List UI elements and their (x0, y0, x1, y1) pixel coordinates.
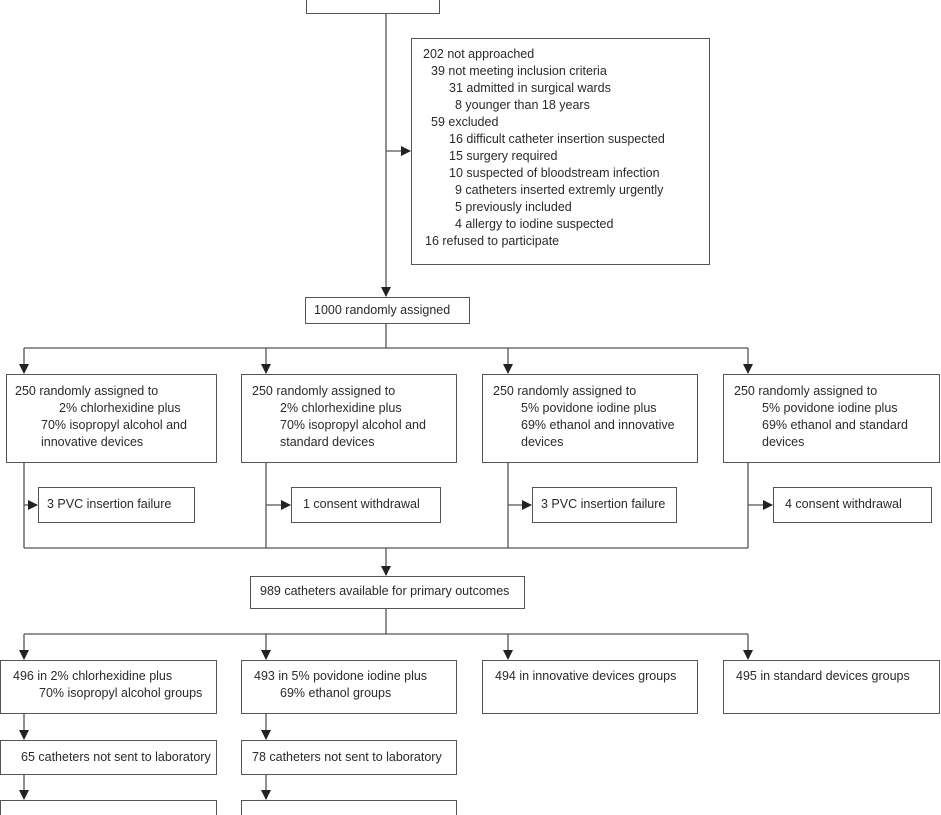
arm-exclusion-box: 1 consent withdrawal (291, 487, 441, 523)
exclusion-line: 8 younger than 18 years (455, 98, 590, 112)
arm-line: devices (521, 435, 564, 449)
group-line: 493 in 5% povidone iodine plus (254, 669, 428, 683)
cultured-box (241, 800, 457, 815)
arm-line: 70% isopropyl alcohol and (280, 418, 426, 432)
randomised-text: 1000 randomly assigned (314, 303, 451, 317)
arm-box: 250 randomly assigned to 2% chlorhexidin… (241, 374, 457, 463)
arm-line: 5% povidone iodine plus (762, 401, 898, 415)
screening-exclusions-box: 202 not approached 39 not meeting inclus… (411, 38, 710, 265)
group-line: 69% ethanol groups (280, 686, 392, 700)
arm-line: 2% chlorhexidine plus (280, 401, 402, 415)
exclusion-line: 202 not approached (423, 47, 535, 61)
exclusion-line: 15 surgery required (449, 149, 558, 163)
group-box: 496 in 2% chlorhexidine plus 70% isoprop… (0, 660, 217, 714)
available-box: 989 catheters available for primary outc… (250, 576, 525, 609)
not-sent-text: 65 catheters not sent to laboratory (21, 750, 211, 764)
arm-line: 5% povidone iodine plus (521, 401, 657, 415)
exclusion-line: 16 difficult catheter insertion suspecte… (449, 132, 665, 146)
group-line: 70% isopropyl alcohol groups (39, 686, 203, 700)
exclusion-line: 9 catheters inserted extremly urgently (455, 183, 664, 197)
arm-line: innovative devices (41, 435, 144, 449)
arm-line: 2% chlorhexidine plus (59, 401, 181, 415)
exclusion-text: 1 consent withdrawal (303, 497, 420, 511)
exclusion-text: 4 consent withdrawal (785, 497, 902, 511)
available-text: 989 catheters available for primary outc… (260, 584, 510, 598)
arm-line: standard devices (280, 435, 375, 449)
exclusion-line: 10 suspected of bloodstream infection (449, 166, 660, 180)
arm-exclusion-box: 3 PVC insertion failure (38, 487, 195, 523)
exclusion-line: 4 allergy to iodine suspected (455, 217, 614, 231)
cultured-box (0, 800, 217, 815)
arm-line: 250 randomly assigned to (252, 384, 396, 398)
not-sent-box: 65 catheters not sent to laboratory (0, 740, 217, 775)
exclusion-line: 59 excluded (431, 115, 499, 129)
exclusion-text: 3 PVC insertion failure (47, 497, 172, 511)
arm-line: 250 randomly assigned to (493, 384, 637, 398)
group-box: 495 in standard devices groups (723, 660, 940, 714)
exclusion-line: 39 not meeting inclusion criteria (431, 64, 607, 78)
arm-line: 69% ethanol and standard (762, 418, 908, 432)
arm-box: 250 randomly assigned to 5% povidone iod… (482, 374, 698, 463)
exclusion-line: 16 refused to participate (425, 234, 560, 248)
arm-line: 250 randomly assigned to (15, 384, 159, 398)
arm-line: 250 randomly assigned to (734, 384, 878, 398)
exclusion-text: 3 PVC insertion failure (541, 497, 666, 511)
randomised-box: 1000 randomly assigned (305, 297, 470, 324)
group-line: 495 in standard devices groups (736, 669, 910, 683)
arm-box: 250 randomly assigned to 2% chlorhexidin… (6, 374, 217, 463)
group-line: 496 in 2% chlorhexidine plus (13, 669, 173, 683)
arm-line: 70% isopropyl alcohol and (41, 418, 187, 432)
arm-line: 69% ethanol and innovative (521, 418, 675, 432)
enrolment-box (306, 0, 440, 14)
arm-exclusion-box: 3 PVC insertion failure (532, 487, 677, 523)
exclusion-line: 31 admitted in surgical wards (449, 81, 611, 95)
exclusion-line: 5 previously included (455, 200, 572, 214)
arm-box: 250 randomly assigned to 5% povidone iod… (723, 374, 940, 463)
arm-line: devices (762, 435, 805, 449)
group-box: 493 in 5% povidone iodine plus 69% ethan… (241, 660, 457, 714)
not-sent-text: 78 catheters not sent to laboratory (252, 750, 442, 764)
group-box: 494 in innovative devices groups (482, 660, 698, 714)
group-line: 494 in innovative devices groups (495, 669, 677, 683)
not-sent-box: 78 catheters not sent to laboratory (241, 740, 457, 775)
arm-exclusion-box: 4 consent withdrawal (773, 487, 932, 523)
